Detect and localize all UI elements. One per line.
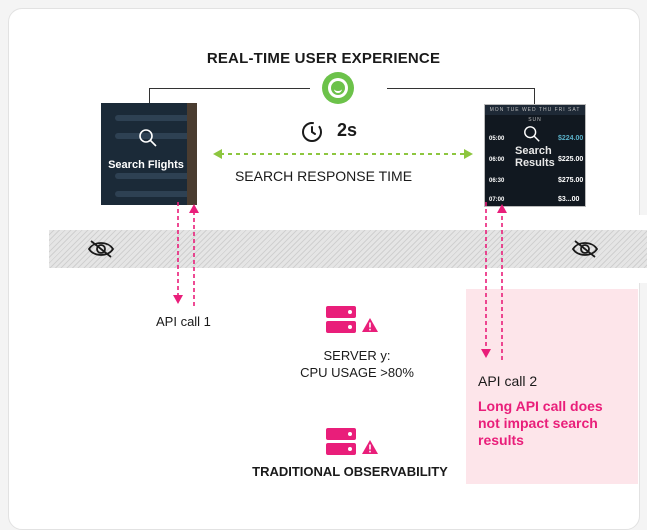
api-call-2-arrows xyxy=(481,202,507,360)
cpu-usage-label: CPU USAGE >80% xyxy=(300,365,414,380)
api-call-1-arrows xyxy=(173,202,199,306)
warning-icon xyxy=(362,318,378,332)
search-flights-screen: Search Flights xyxy=(101,103,197,205)
search-results-screen: MON TUE WED THU FRI SAT SUN 05:00 $224.0… xyxy=(484,104,586,207)
search-response-time-label: SEARCH RESPONSE TIME xyxy=(234,168,413,184)
eye-slash-icon xyxy=(571,240,599,258)
connector-left-vertical xyxy=(149,88,150,104)
connector-left-horizontal xyxy=(149,88,310,89)
result-price: $3...00 xyxy=(558,196,580,203)
result-time: 06:00 xyxy=(489,157,505,163)
server-icon xyxy=(326,306,356,334)
result-price: $275.00 xyxy=(558,177,584,184)
search-icon xyxy=(524,126,540,142)
long-call-panel xyxy=(466,289,638,484)
result-price: $225.00 xyxy=(558,156,584,163)
server-icon xyxy=(326,428,356,456)
page-title: REAL-TIME USER EXPERIENCE xyxy=(206,50,441,67)
blind-spot-band xyxy=(49,230,647,268)
search-flights-label: Search Flights xyxy=(108,159,184,171)
api-call-2-label: API call 2 xyxy=(478,373,538,389)
day-tabs: MON TUE WED THU FRI SAT SUN xyxy=(485,105,585,123)
result-time: 06:30 xyxy=(489,178,505,184)
long-call-note: Long API call does not impact search res… xyxy=(478,398,603,448)
server-label: SERVER y: xyxy=(323,348,391,363)
traditional-observability-label: TRADITIONAL OBSERVABILITY xyxy=(252,464,448,479)
warning-icon xyxy=(362,440,378,454)
result-price: $224.00 xyxy=(558,135,584,142)
api-call-1-label: API call 1 xyxy=(156,314,211,329)
eye-slash-icon xyxy=(87,240,115,258)
response-time-arrow xyxy=(213,149,473,159)
connector-right-horizontal xyxy=(387,88,535,89)
timer-icon xyxy=(302,122,322,142)
result-time: 05:00 xyxy=(489,136,505,142)
search-results-overlay: Search Results xyxy=(515,145,555,169)
connector-right-vertical xyxy=(534,88,535,104)
response-time-value: 2s xyxy=(337,120,358,140)
search-icon xyxy=(139,129,157,147)
server-status: SERVER y: CPU USAGE >80% xyxy=(287,347,427,381)
user-face-icon xyxy=(322,72,354,104)
result-time: 07:00 xyxy=(489,197,505,203)
